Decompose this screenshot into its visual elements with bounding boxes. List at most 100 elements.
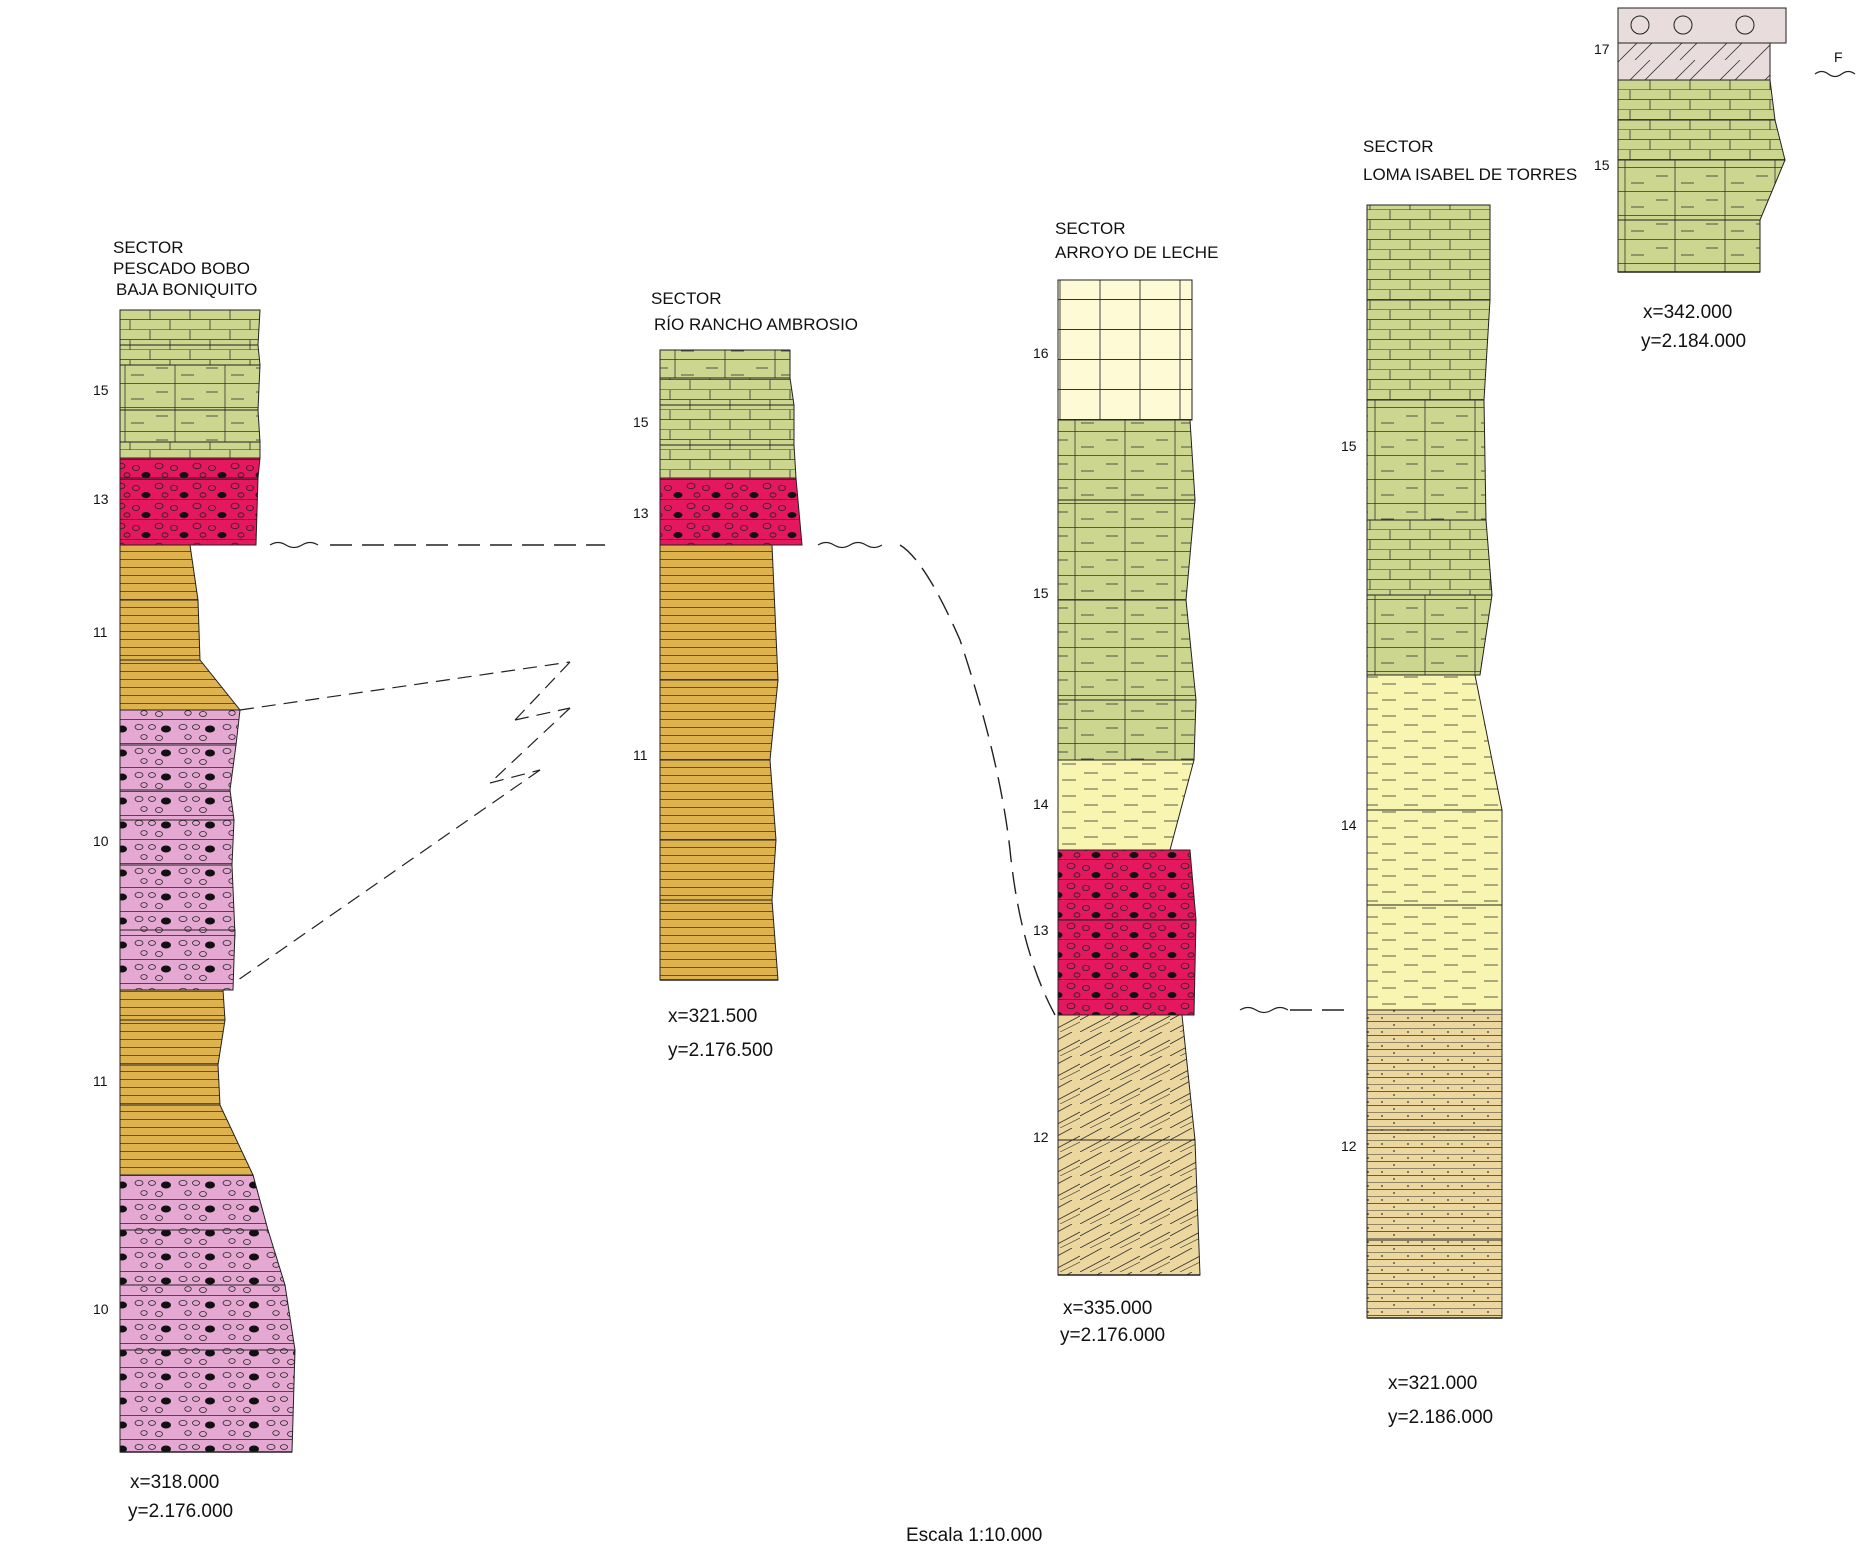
unit-label: 15 — [1594, 157, 1610, 173]
bed-limestone — [1057, 599, 1197, 701]
coordinate-x: x=321.500 — [668, 1006, 757, 1027]
bed-limestone — [1366, 519, 1493, 596]
bed-limestone — [1057, 419, 1196, 501]
unconformity-mark — [1814, 70, 1856, 78]
bed-limestone — [119, 344, 261, 366]
bed-conglomerate-pink — [119, 864, 236, 936]
stratigraphic-columns — [119, 7, 1856, 1453]
scale-label: Escala 1:10.000 — [906, 1525, 1042, 1546]
pebble-icon — [1735, 15, 1755, 35]
unit-label: 17 — [1594, 41, 1610, 57]
correlation-line — [237, 769, 541, 981]
bed-limestone — [659, 404, 795, 446]
pebble-icon — [1673, 15, 1693, 35]
bed-sandstone — [659, 839, 777, 901]
bed-top-pebbles — [1617, 7, 1787, 44]
bed-fault-zone — [1617, 42, 1771, 81]
coordinate-x: x=342.000 — [1643, 302, 1732, 323]
correlation-lines — [237, 544, 1350, 1016]
bed-limestone — [1617, 219, 1761, 273]
unconformity-mark — [1239, 1006, 1289, 1014]
unit-label: 13 — [1033, 922, 1049, 938]
bed-conglomerate-red — [659, 477, 803, 546]
bed-limestone — [1617, 79, 1776, 121]
bed-sand — [1366, 1239, 1503, 1319]
bed-conglomerate-red — [1057, 919, 1197, 1016]
unit-label: 10 — [93, 833, 109, 849]
bed-sandstone — [119, 599, 201, 661]
bed-sandstone — [119, 1019, 226, 1066]
bed-limestone — [659, 377, 795, 406]
bed-limestone — [1057, 699, 1197, 761]
bed-sandstone — [119, 659, 242, 711]
bed-limestone — [659, 444, 797, 479]
coordinate-x: x=321.000 — [1388, 1373, 1477, 1394]
bed-marl — [1366, 904, 1503, 1011]
unit-label: 12 — [1341, 1138, 1357, 1154]
bed-limestone — [119, 409, 261, 443]
bed-sandstone — [659, 679, 779, 761]
unit-label: 15 — [633, 414, 649, 430]
unit-label: 11 — [93, 1073, 108, 1089]
unit-label: 14 — [1033, 796, 1049, 812]
bed-limestone — [119, 309, 261, 346]
sector-arroyo-line1: SECTOR — [1055, 219, 1126, 238]
unit-label: 15 — [1341, 438, 1357, 454]
coordinate-y: y=2.186.000 — [1388, 1407, 1493, 1428]
unit-label: 12 — [1033, 1129, 1049, 1145]
bed-limestone — [1617, 159, 1786, 221]
bed-limestone — [119, 364, 261, 411]
bed-sandstone — [119, 1064, 221, 1106]
bed-conglomerate-pink — [119, 1349, 296, 1453]
unit-label: 13 — [93, 491, 109, 507]
bed-conglomerate-pink — [119, 1229, 286, 1286]
bed-conglomerate-red — [1057, 849, 1197, 921]
bed-limestone — [1057, 499, 1196, 601]
coordinate-y: y=2.176.500 — [668, 1040, 773, 1061]
correlation-line — [514, 707, 571, 721]
bed-sandstone — [659, 759, 777, 841]
unit-label: 15 — [1033, 585, 1049, 601]
coordinate-y: y=2.184.000 — [1641, 331, 1746, 352]
bed-limestone-cream — [1057, 279, 1193, 421]
bed-conglomerate-pink — [119, 819, 235, 866]
bed-sandstone — [119, 544, 199, 601]
unconformity-mark — [817, 541, 883, 549]
unit-label: 15 — [93, 382, 109, 398]
unconformity-mark — [269, 541, 319, 549]
bed-sandstone — [119, 989, 226, 1021]
bed-sand — [1366, 1129, 1503, 1241]
unit-label: 11 — [633, 747, 648, 763]
bed-marl — [1366, 809, 1503, 906]
sector-pescado-bobo-line1: SECTOR — [113, 238, 184, 257]
bed-marl — [1057, 759, 1195, 851]
coordinate-y: y=2.176.000 — [1060, 1325, 1165, 1346]
bed-conglomerate-red — [119, 457, 261, 479]
unit-label: 11 — [93, 624, 108, 640]
bed-conglomerate-pink — [119, 1174, 269, 1231]
unit-label: 13 — [633, 505, 649, 521]
bed-sandstone — [119, 1104, 254, 1176]
bed-limestone — [1617, 119, 1786, 161]
pebble-icon — [1630, 15, 1650, 35]
coordinate-x: x=335.000 — [1063, 1298, 1152, 1319]
bed-marl — [1366, 674, 1503, 811]
bed-conglomerate-pink — [119, 789, 235, 821]
bed-crossbedded-sand — [1057, 1139, 1201, 1276]
sector-loma-line1: SECTOR — [1363, 137, 1434, 156]
bed-limestone — [1366, 299, 1491, 401]
bed-sandstone — [659, 899, 779, 981]
bed-sandstone — [659, 544, 779, 681]
coordinate-y: y=2.176.000 — [128, 1501, 233, 1522]
bed-sand — [1366, 1009, 1503, 1131]
unit-label: 10 — [93, 1301, 109, 1317]
correlation-line — [899, 544, 1056, 1016]
bed-conglomerate-pink — [119, 709, 241, 746]
bed-limestone — [1366, 399, 1487, 521]
unit-label: 16 — [1033, 345, 1049, 361]
bed-conglomerate-pink — [119, 929, 236, 991]
bed-limestone — [659, 349, 791, 379]
bed-limestone — [119, 441, 261, 459]
sector-loma-line2: LOMA ISABEL DE TORRES — [1363, 165, 1577, 184]
